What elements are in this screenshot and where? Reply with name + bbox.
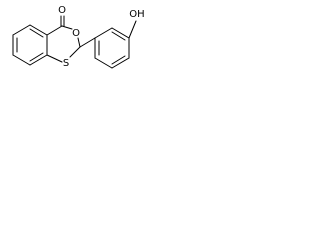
bond — [111, 57, 130, 69]
hydroxyphenyl-ring — [79, 20, 137, 69]
bond — [12, 24, 31, 36]
bond — [94, 57, 113, 69]
bond — [46, 54, 63, 63]
double-bond-inner — [111, 31, 126, 41]
hydroxyl-label: OH — [129, 9, 144, 20]
bond — [69, 46, 81, 58]
bond — [29, 24, 48, 36]
bond — [61, 25, 73, 30]
benzo-ring — [12, 24, 48, 66]
double-bond-inner — [29, 52, 44, 62]
sulfur-label: S — [63, 58, 69, 69]
ring-oxygen-label: O — [72, 28, 80, 39]
carbonyl-oxygen-label: O — [58, 5, 66, 16]
bond — [77, 37, 81, 48]
molecule-structure-diagram: O O S OH — [12, 5, 145, 69]
bond — [12, 54, 31, 66]
double-bond-inner — [111, 55, 126, 65]
double-bond-inner — [29, 28, 44, 38]
bond — [46, 25, 63, 36]
bond — [111, 27, 130, 39]
bond — [94, 27, 113, 39]
hydroxyl-bond — [128, 20, 137, 39]
bond — [79, 37, 96, 48]
thiazinone-ring — [46, 15, 81, 63]
bond — [29, 54, 48, 66]
